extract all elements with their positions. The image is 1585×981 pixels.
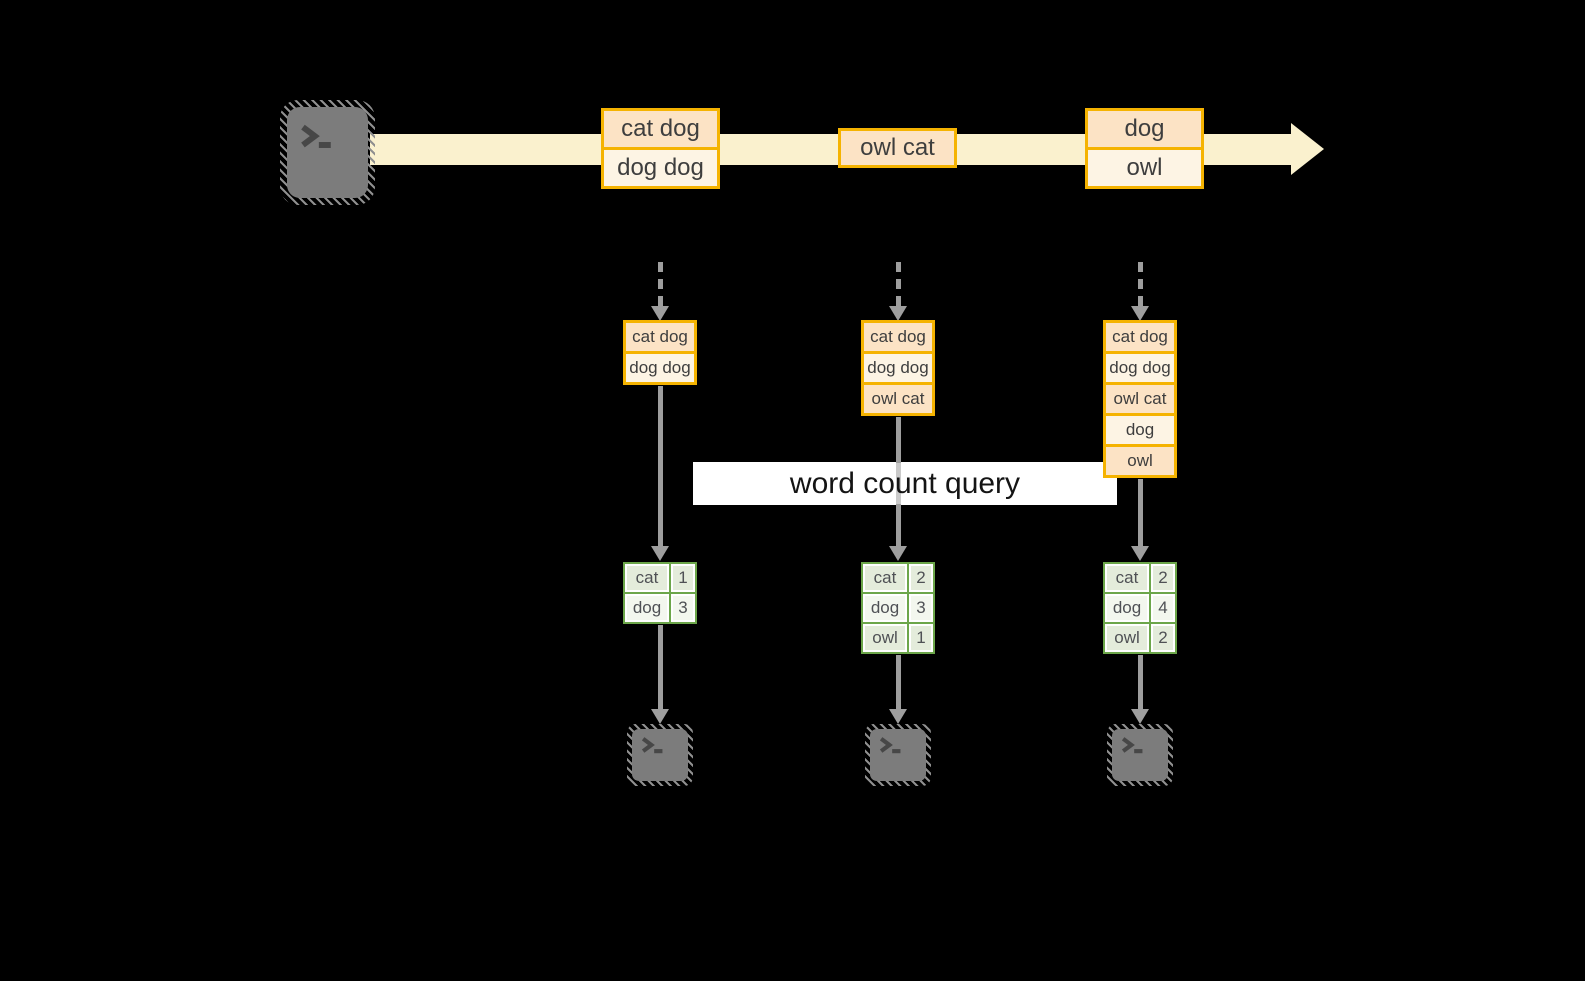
sink-terminal-icon-3 [1107,724,1173,786]
terminal-body [632,729,688,781]
buffer-row: dog dog [626,354,694,382]
count-value: 1 [671,564,695,592]
arrow-line [896,417,901,547]
dashed-arrow-head [651,306,669,321]
event-row: dog [1088,111,1201,147]
buffer-row: dog [1106,416,1174,444]
stream-arrow-head [1291,123,1324,175]
buffer-row: owl cat [1106,385,1174,413]
terminal-body [870,729,926,781]
query-label-band [693,462,1117,505]
arrow-line [1138,655,1143,710]
buffer-row: cat dog [626,323,694,351]
event-row: cat dog [604,111,717,147]
count-word: owl [1105,624,1149,652]
dashed-arrow-head [1131,306,1149,321]
count-word: cat [863,564,907,592]
terminal-prompt-icon [1121,736,1143,754]
terminal-body [287,107,368,198]
terminal-prompt-icon [301,124,331,148]
count-word: cat [1105,564,1149,592]
arrow-through-band [896,463,901,504]
event-row: owl cat [841,131,954,165]
count-value: 3 [671,594,695,622]
count-word: cat [625,564,669,592]
count-value: 2 [1151,564,1175,592]
dashed-arrow-line [1138,262,1143,306]
sink-terminal-icon-2 [865,724,931,786]
buffer-row: dog dog [1106,354,1174,382]
count-value: 2 [909,564,933,592]
sink-terminal-icon-1 [627,724,693,786]
arrow-head [889,546,907,561]
dashed-arrow-line [658,262,663,306]
arrow-line [658,386,663,547]
arrow-line [896,655,901,710]
count-table-3: cat 2 dog 4 owl 2 [1103,562,1177,654]
stream-event-3: dog owl [1085,108,1204,189]
buffer-stack-3: cat dog dog dog owl cat dog owl [1103,320,1177,478]
count-word: dog [625,594,669,622]
query-label: word count query [789,466,1021,500]
arrow-head [651,546,669,561]
arrow-head [651,709,669,724]
terminal-prompt-icon [641,736,663,754]
source-terminal-icon [280,100,375,205]
terminal-body [1112,729,1168,781]
count-word: dog [863,594,907,622]
terminal-prompt-icon [879,736,901,754]
count-word: dog [1105,594,1149,622]
buffer-stack-1: cat dog dog dog [623,320,697,385]
arrow-head [1131,546,1149,561]
arrow-head [1131,709,1149,724]
count-value: 2 [1151,624,1175,652]
count-value: 3 [909,594,933,622]
count-word: owl [863,624,907,652]
dashed-arrow-head [889,306,907,321]
arrow-head [889,709,907,724]
count-table-1: cat 1 dog 3 [623,562,697,624]
count-value: 4 [1151,594,1175,622]
event-row: owl [1088,150,1201,186]
buffer-row: owl [1106,447,1174,475]
count-table-2: cat 2 dog 3 owl 1 [861,562,935,654]
buffer-row: owl cat [864,385,932,413]
arrow-line [658,625,663,710]
buffer-stack-2: cat dog dog dog owl cat [861,320,935,416]
count-value: 1 [909,624,933,652]
stream-event-2: owl cat [838,128,957,168]
dashed-arrow-line [896,262,901,306]
stream-event-1: cat dog dog dog [601,108,720,189]
buffer-row: dog dog [864,354,932,382]
event-row: dog dog [604,150,717,186]
buffer-row: cat dog [1106,323,1174,351]
arrow-line [1138,479,1143,547]
buffer-row: cat dog [864,323,932,351]
